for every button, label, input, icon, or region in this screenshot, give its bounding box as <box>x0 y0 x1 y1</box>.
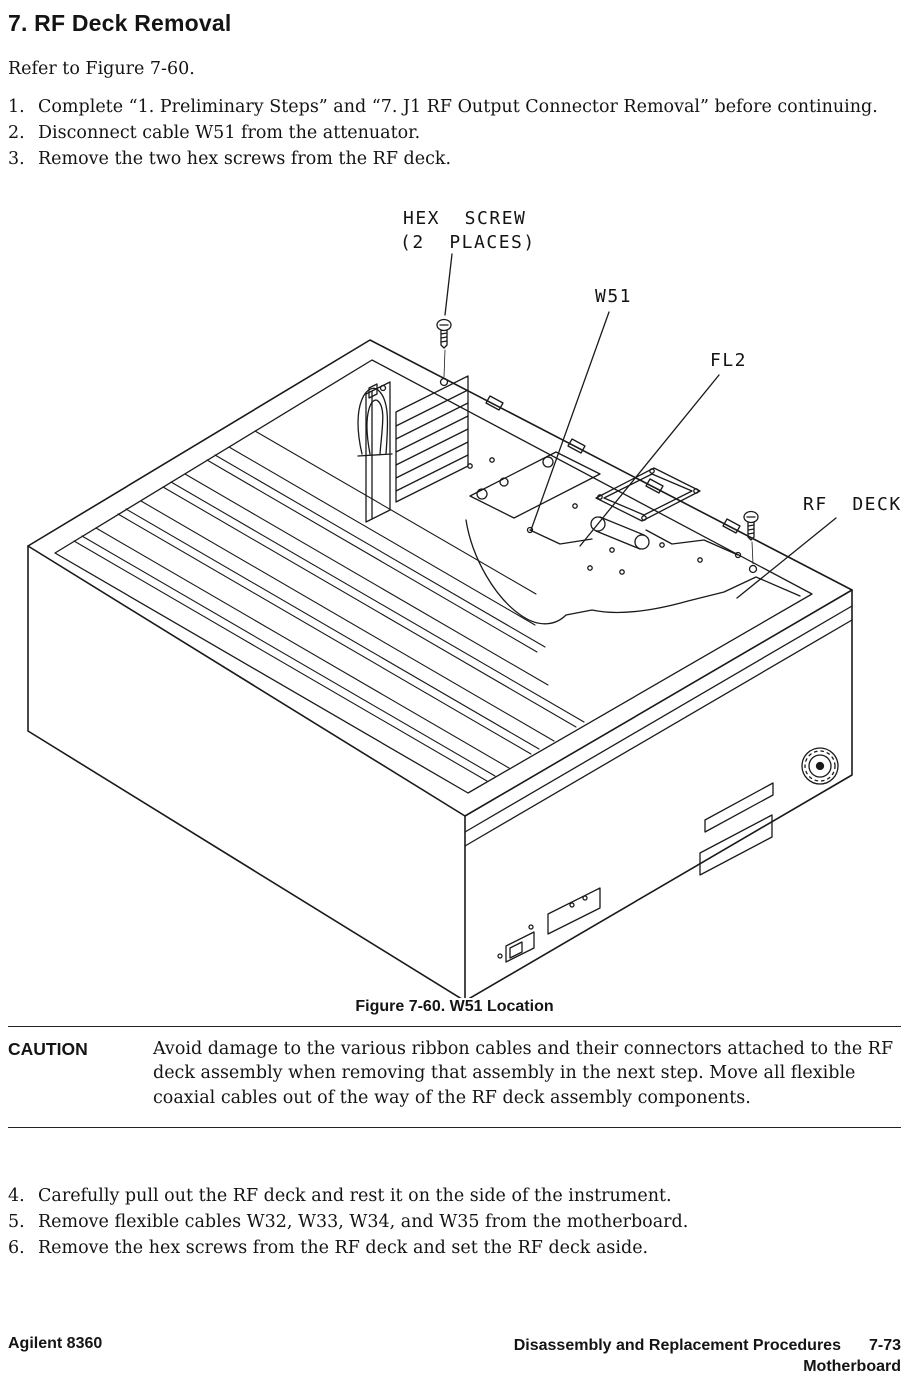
caution-block: CAUTION Avoid damage to the various ribb… <box>8 1025 901 1129</box>
fl2-filter <box>590 515 650 550</box>
chassis-inner-rim <box>54 358 813 794</box>
caution-label: CAUTION <box>8 1038 88 1059</box>
step-number: 6. <box>8 1237 25 1258</box>
figure-caption: Figure 7-60. W51 Location <box>355 997 554 1015</box>
step-number: 1. <box>8 97 25 117</box>
step-text: Remove the two hex screws from the RF de… <box>38 148 452 169</box>
hex-screw-2-icon <box>743 510 759 573</box>
step-text: Disconnect cable W51 from the attenuator… <box>38 122 421 143</box>
step-item-1: 1. Complete “1. Preliminary Steps” and “… <box>8 95 901 120</box>
figure-7-60: HEX SCREW (2 PLACES) W51 FL2 RF DECK <box>8 198 901 1016</box>
footer-page-number: 7-73 <box>868 1336 901 1354</box>
step-item-4: 4. Carefully pull out the RF deck and re… <box>8 1184 901 1209</box>
connector-box <box>547 886 601 935</box>
front-panel-strip <box>704 781 774 833</box>
section-title: 7. RF Deck Removal <box>8 10 232 36</box>
label-hex-screw-places: (2 PLACES) <box>400 232 536 253</box>
step-number: 4. <box>8 1186 25 1207</box>
footer-product: Agilent 8360 <box>8 1334 103 1352</box>
step-text: Carefully pull out the RF deck and rest … <box>38 1186 672 1207</box>
label-rf-deck: RF DECK <box>803 494 902 515</box>
label-hex-screw: HEX SCREW <box>403 208 526 229</box>
front-panel-knob <box>801 746 839 785</box>
connector-box-small <box>505 930 535 963</box>
rear-modules <box>365 374 469 523</box>
step-item-2: 2. Disconnect cable W51 from the attenua… <box>8 121 901 146</box>
rf-deck-assembly <box>465 450 801 624</box>
footer-chapter-line: Disassembly and Replacement Procedures 7-… <box>514 1335 901 1357</box>
step-item-3: 3. Remove the two hex screws from the RF… <box>8 147 901 172</box>
step-number: 5. <box>8 1211 25 1232</box>
leader-lines <box>444 252 837 599</box>
step-text: Remove flexible cables W32, W33, W34, an… <box>38 1211 689 1232</box>
front-panel <box>464 604 853 963</box>
intro-text: Refer to Figure 7-60. <box>8 59 195 79</box>
steps-top: 1. Complete “1. Preliminary Steps” and “… <box>8 95 901 172</box>
figure-drawing: HEX SCREW (2 PLACES) W51 FL2 RF DECK <box>27 208 902 998</box>
chassis-outline <box>27 338 853 998</box>
step-text: Complete “1. Preliminary Steps” and “7. … <box>38 97 878 117</box>
caution-text: Avoid damage to the various ribbon cable… <box>153 1038 894 1109</box>
footer-section: Disassembly and Replacement Procedures 7-… <box>514 1335 901 1378</box>
step-text: Remove the hex screws from the RF deck a… <box>38 1237 649 1258</box>
steps-bottom: 4. Carefully pull out the RF deck and re… <box>8 1184 901 1261</box>
footer-subsection: Motherboard <box>803 1358 901 1376</box>
step-number: 2. <box>8 122 25 143</box>
display-window <box>699 813 773 876</box>
step-number: 3. <box>8 148 25 169</box>
label-fl2: FL2 <box>710 350 747 371</box>
footer-chapter-title: Disassembly and Replacement Procedures <box>513 1336 841 1354</box>
rim-clips <box>485 394 741 534</box>
step-item-5: 5. Remove flexible cables W32, W33, W34,… <box>8 1210 901 1235</box>
card-cage <box>73 429 585 782</box>
step-item-6: 6. Remove the hex screws from the RF dec… <box>8 1236 901 1261</box>
w51-cable-loop <box>357 387 393 457</box>
label-w51: W51 <box>595 286 632 307</box>
page-footer: Agilent 8360 Disassembly and Replacement… <box>0 1335 909 1386</box>
